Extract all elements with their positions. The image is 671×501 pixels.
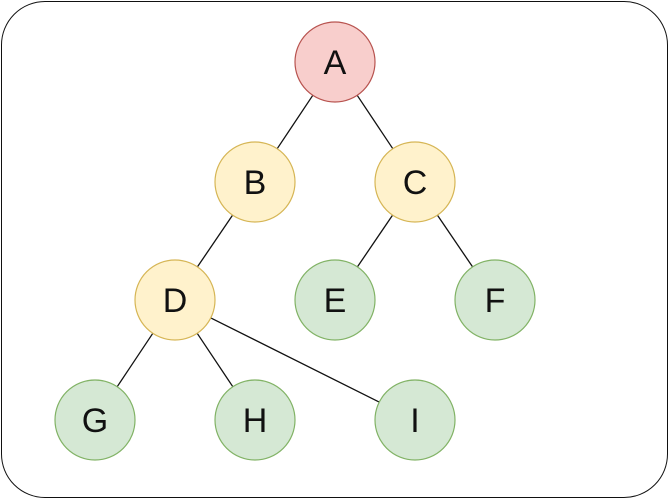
node-i: I	[374, 379, 456, 461]
node-c-label: C	[403, 164, 428, 202]
edge-c-e	[356, 214, 394, 268]
node-e: E	[294, 259, 376, 341]
node-g-circle	[54, 379, 136, 461]
node-i-circle	[374, 379, 456, 461]
node-h-label: H	[243, 402, 268, 440]
node-a-circle	[294, 21, 376, 103]
node-h-circle	[214, 379, 296, 461]
node-d-circle	[134, 259, 216, 341]
node-g-label: G	[82, 402, 108, 440]
node-i-label: I	[410, 402, 419, 440]
nodes-layer: A B C D E F G H I	[54, 21, 536, 461]
node-a: A	[294, 21, 376, 103]
node-b: B	[214, 141, 296, 223]
node-g: G	[54, 379, 136, 461]
edge-a-b	[276, 94, 314, 150]
edge-d-g	[116, 332, 154, 388]
node-c: C	[374, 141, 456, 223]
node-h: H	[214, 379, 296, 461]
edge-b-d	[196, 214, 234, 268]
node-a-label: A	[324, 44, 347, 82]
node-e-circle	[294, 259, 376, 341]
edge-d-h	[196, 332, 234, 388]
node-b-label: B	[244, 164, 267, 202]
node-e-label: E	[324, 282, 347, 320]
node-f: F	[454, 259, 536, 341]
node-d-label: D	[163, 282, 188, 320]
node-f-circle	[454, 259, 536, 341]
edge-a-c	[356, 94, 394, 150]
node-b-circle	[214, 141, 296, 223]
node-d: D	[134, 259, 216, 341]
edges-layer	[116, 94, 474, 403]
node-c-circle	[374, 141, 456, 223]
edge-d-i	[210, 317, 380, 403]
edge-c-f	[436, 214, 474, 268]
node-f-label: F	[485, 282, 506, 320]
